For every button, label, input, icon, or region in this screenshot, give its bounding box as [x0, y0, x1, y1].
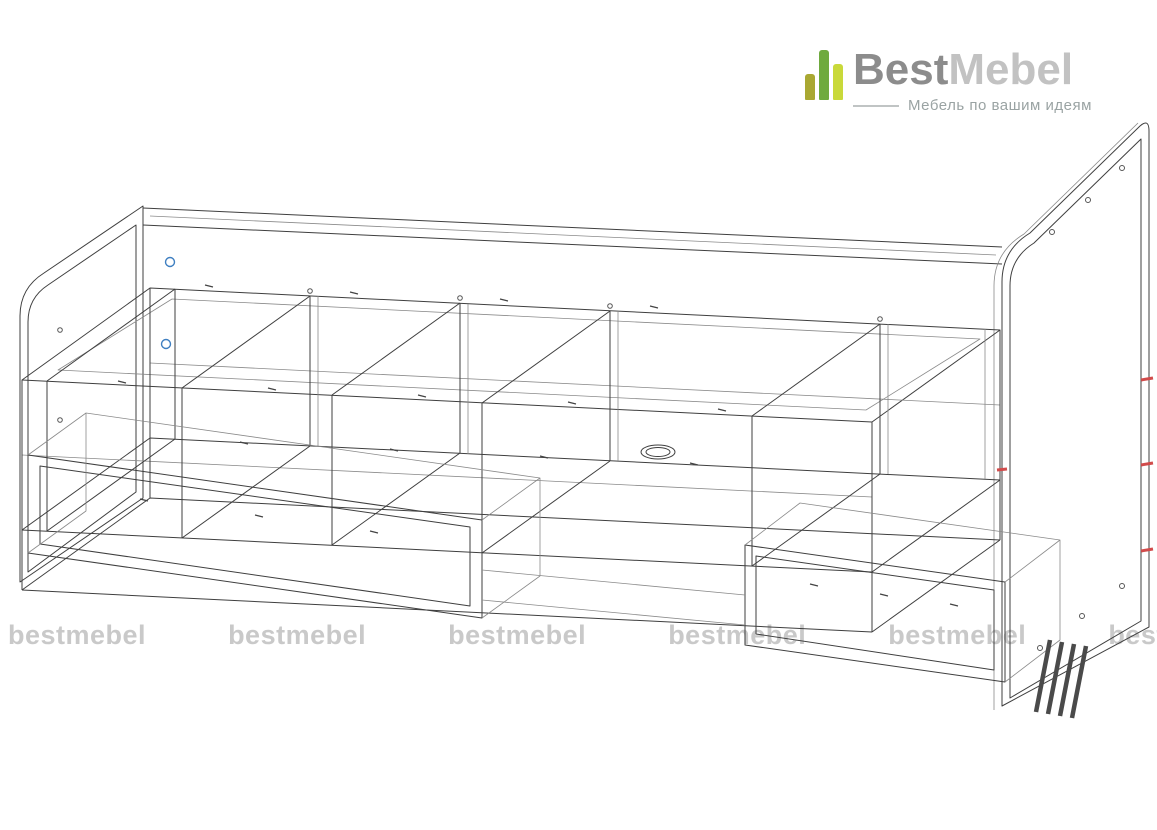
tagline-rule: [853, 104, 899, 107]
middle-open-bay: [481, 444, 746, 626]
watermark-text: bestmebel: [888, 620, 1027, 650]
cable-grommet-hole: [640, 444, 676, 460]
logo-bar-middle: [819, 50, 829, 100]
logo-bar-left: [805, 74, 815, 100]
watermark-text: bestmebel: [228, 620, 367, 650]
tagline-row: Мебель по вашим идеям: [853, 97, 1092, 114]
top-rail: [142, 207, 1003, 265]
drawer-right: [744, 502, 1061, 683]
interior-partitions: [46, 288, 986, 567]
watermark-text: bestmebel: [448, 620, 587, 650]
cable-grommet-hole-inner: [645, 447, 671, 457]
logo-text-block: BestMebel Мебель по вашим идеям: [853, 46, 1092, 114]
fitting-marks: [57, 165, 1125, 651]
logo-tagline: Мебель по вашим идеям: [908, 97, 1092, 114]
brand-name-first: Best: [853, 45, 949, 94]
left-side-panel: [19, 205, 144, 583]
slat-marks: [1033, 639, 1089, 719]
drawer-left: [27, 412, 541, 619]
logo-bar-right: [833, 64, 843, 100]
watermark-text: bestmebel: [8, 620, 147, 650]
red-accent-marks: [996, 376, 1154, 553]
right-side-panel: [993, 122, 1150, 710]
brand-name-second: Mebel: [948, 45, 1074, 94]
blue-accent-marks: [160, 256, 176, 350]
brand-logo: BestMebel Мебель по вашим идеям: [805, 46, 1092, 114]
brand-name: BestMebel: [853, 46, 1092, 94]
logo-bars-icon: [805, 46, 843, 100]
